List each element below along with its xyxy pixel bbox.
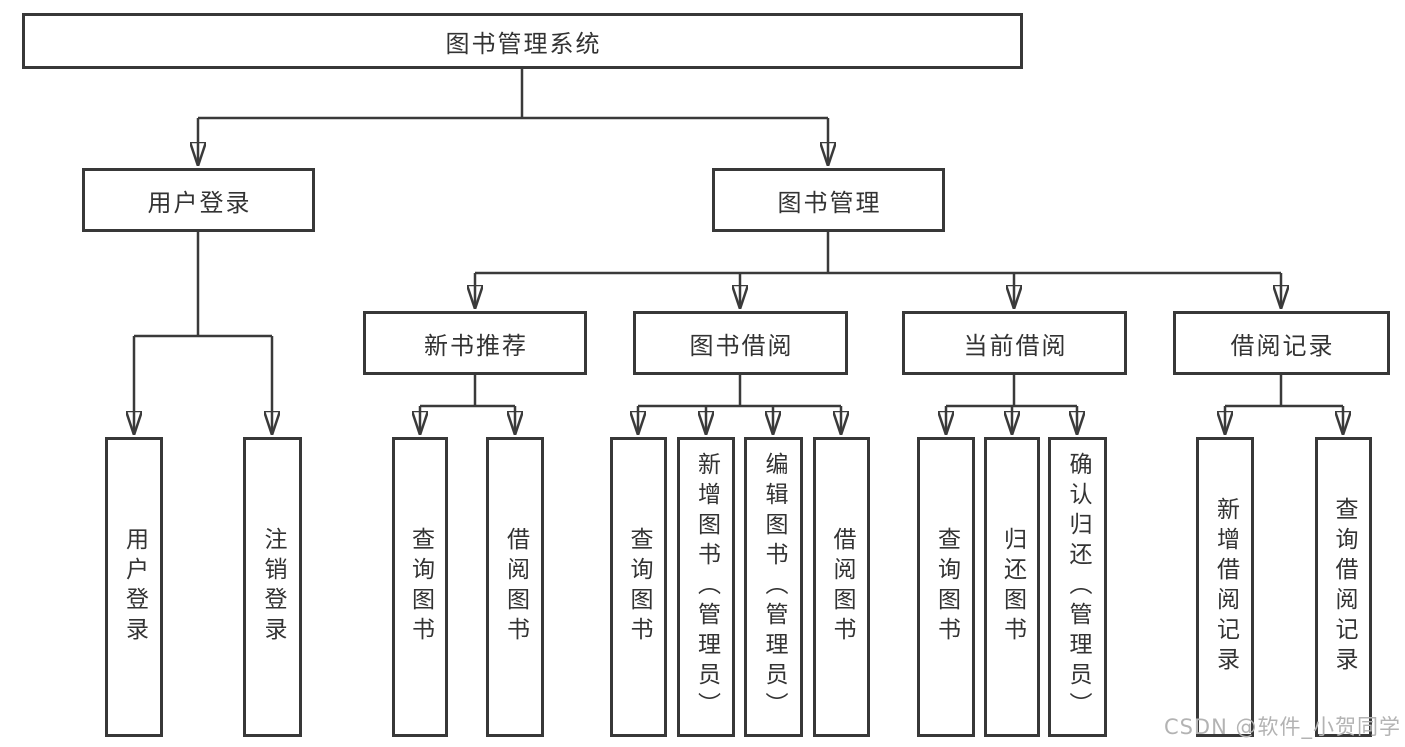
leaf-query-books-current: 查询图书 xyxy=(917,437,975,737)
leaf-query-books-recommend: 查询图书 xyxy=(392,437,448,737)
node-label: 当前借阅 xyxy=(963,331,1068,360)
node-label: 新增借阅记录 xyxy=(1212,497,1239,677)
leaf-borrow-books-recommend: 借阅图书 xyxy=(486,437,544,737)
node-label: 借阅记录 xyxy=(1230,331,1335,360)
node-label: 查询图书 xyxy=(407,527,434,647)
leaf-logout-login: 注销登录 xyxy=(243,437,302,737)
node-label: 编辑图书（管理员） xyxy=(761,452,787,722)
node-label: 图书借阅 xyxy=(689,331,794,360)
leaf-confirm-return-admin: 确认归还（管理员） xyxy=(1048,437,1107,737)
node-book-borrowing: 图书借阅 xyxy=(633,311,848,375)
node-label: 用户登录 xyxy=(147,188,252,217)
node-book-management: 图书管理 xyxy=(712,168,945,232)
node-label: 新增图书（管理员） xyxy=(693,452,720,722)
node-label: 确认归还（管理员） xyxy=(1065,452,1091,722)
node-library-management-system: 图书管理系统 xyxy=(22,13,1023,69)
node-label: 新书推荐 xyxy=(424,331,528,360)
node-current-borrowing: 当前借阅 xyxy=(902,311,1127,375)
node-label: 归还图书 xyxy=(999,527,1026,647)
csdn-watermark: CSDN @软件_小贺同学 xyxy=(1163,715,1401,739)
leaf-edit-books-admin: 编辑图书（管理员） xyxy=(744,437,803,737)
leaf-query-borrow-record: 查询借阅记录 xyxy=(1315,437,1372,737)
node-label: 查询图书 xyxy=(933,527,960,647)
node-label: 借阅图书 xyxy=(502,527,529,647)
leaf-borrow-books: 借阅图书 xyxy=(813,437,870,737)
node-label: 图书管理 xyxy=(777,188,882,217)
leaf-query-books-borrowing: 查询图书 xyxy=(610,437,667,737)
node-label: 用户登录 xyxy=(121,527,148,647)
node-label: 图书管理系统 xyxy=(445,29,602,58)
node-user-login: 用户登录 xyxy=(82,168,315,232)
node-label: 查询图书 xyxy=(626,527,652,647)
node-label: 借阅图书 xyxy=(829,527,855,647)
leaf-add-borrow-record: 新增借阅记录 xyxy=(1196,437,1254,737)
leaf-add-books-admin: 新增图书（管理员） xyxy=(677,437,735,737)
node-borrowing-records: 借阅记录 xyxy=(1173,311,1390,375)
leaf-return-books: 归还图书 xyxy=(984,437,1040,737)
leaf-user-login: 用户登录 xyxy=(105,437,163,737)
node-label: 注销登录 xyxy=(260,527,286,647)
node-label: 查询借阅记录 xyxy=(1331,497,1357,677)
node-new-book-recommend: 新书推荐 xyxy=(363,311,587,375)
